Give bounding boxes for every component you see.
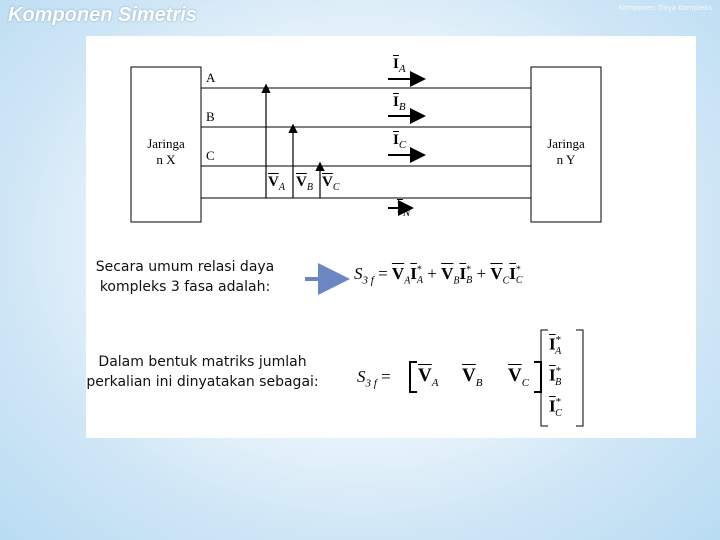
statement-matrix-line2: perkalian ini dinyatakan sebagai:: [86, 374, 319, 390]
statement-general: Secara umum relasi daya kompleks 3 fasa …: [70, 257, 300, 297]
current-label-a: IA: [393, 56, 406, 75]
voltage-label-b: VB: [296, 174, 313, 193]
network-y-box: [530, 66, 602, 223]
line-b-label: B: [206, 109, 215, 124]
voltage-label-a: VA: [268, 174, 285, 193]
statement-general-line2: kompleks 3 fasa adalah:: [99, 279, 271, 295]
row-bracket-right: [534, 361, 542, 393]
statement-matrix: Dalam bentuk matriks jumlah perkalian in…: [60, 352, 345, 392]
network-x-text: Jaringa n X: [147, 136, 185, 167]
matrix-current-a: I*A: [549, 334, 562, 358]
matrix-voltage-a: VA: [418, 365, 439, 389]
voltage-label-c: VC: [322, 174, 340, 193]
matrix-bracket-left: [540, 329, 548, 427]
line-c-label: C: [206, 148, 215, 163]
line-a-label: A: [206, 70, 216, 85]
slide-title: Komponen Simetris: [8, 4, 197, 26]
current-label-n: IN: [397, 200, 411, 219]
power-equation-matrix-lhs: S3 f =: [357, 367, 391, 390]
network-y-text: Jaringa n Y: [547, 136, 585, 167]
matrix-voltage-b: VB: [462, 365, 483, 389]
current-label-c: IC: [393, 132, 407, 151]
network-x-box: [130, 66, 202, 223]
network-y-label: Jaringa n Y: [531, 136, 601, 168]
matrix-current-c: I*C: [549, 396, 562, 420]
matrix-voltage-c: VC: [508, 365, 530, 389]
current-label-b: IB: [393, 94, 406, 113]
matrix-bracket-right: [576, 329, 584, 427]
slide-watermark: Komponen Daya Kompleks: [618, 4, 712, 12]
matrix-current-b: I*B: [549, 365, 562, 389]
network-x-label: Jaringa n X: [131, 136, 201, 168]
statement-general-line1: Secara umum relasi daya: [95, 259, 275, 275]
power-equation-sum: S3 f = VAI*A + VBI*B + VCI*C: [354, 264, 523, 287]
row-bracket-left: [409, 361, 417, 393]
statement-matrix-line1: Dalam bentuk matriks jumlah: [98, 354, 307, 370]
